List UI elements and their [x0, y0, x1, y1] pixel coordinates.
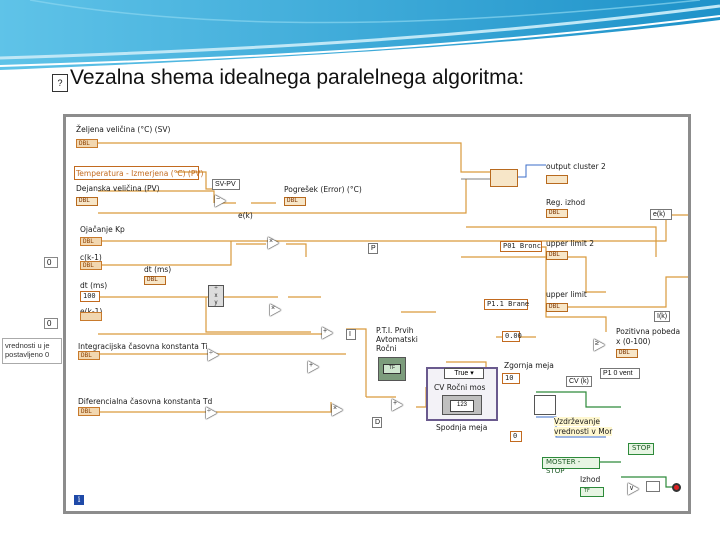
- multiply-node-i: ×: [270, 304, 281, 316]
- note-line-1: vrednosti u je: [5, 341, 50, 350]
- const-ten[interactable]: 10: [502, 373, 520, 384]
- label-rocni: Ročni: [376, 344, 397, 353]
- wires: [98, 142, 688, 488]
- control-zeljena[interactable]: DBL: [76, 139, 98, 148]
- select-node: [534, 395, 556, 415]
- temperatura-frame: [74, 166, 199, 180]
- const-zero[interactable]: 0.00: [502, 331, 522, 342]
- label-zeljena: Željena veličina (°C) (SV): [76, 125, 171, 134]
- case-selector[interactable]: True ▾: [444, 368, 484, 379]
- terminal-p1-vent: P1 0 vent: [600, 368, 640, 379]
- manual-value-icon: 123: [442, 395, 482, 415]
- const-p01-brane[interactable]: P1.1 Brane: [484, 299, 529, 310]
- case-structure: True ▾ CV Ročni mos 123: [426, 367, 498, 421]
- terminal-d: D: [372, 417, 382, 428]
- control-integracijska[interactable]: DBL: [78, 351, 100, 360]
- terminal-p: P: [368, 243, 378, 254]
- terminal-i-k: I(k): [654, 311, 670, 322]
- terminal-e-k: e(k): [650, 209, 672, 220]
- label-spodnja: Spodnja meja: [436, 423, 488, 432]
- add-node-2: +: [308, 361, 319, 373]
- indicator-upper-limit: DBL: [546, 303, 568, 312]
- comment-note: vrednosti u je postavljeno 0: [2, 338, 62, 364]
- indicator-pogresek: DBL: [284, 197, 306, 206]
- terminal-cv-k: CV (k): [566, 376, 592, 387]
- label-dt-ms: dt (ms): [144, 265, 172, 274]
- indicator-dejanska: DBL: [76, 197, 98, 206]
- label-cv-rocni: CV Ročni mos: [434, 383, 486, 392]
- const-zero-2[interactable]: 0: [510, 431, 522, 442]
- label-e-k1: e(k-1): [80, 307, 102, 316]
- label-pozitivna: Pozitivna pobeda: [616, 327, 681, 336]
- loop-iteration-icon: i: [74, 495, 84, 505]
- label-ojacanje: Ojačanje Kp: [80, 225, 125, 234]
- label-integracijska: Integracijska časovna konstanta Ti: [78, 342, 208, 351]
- block-diagram: Željena veličina (°C) (SV) DBL Temperatu…: [63, 114, 691, 514]
- label-dt: dt (ms): [80, 281, 108, 290]
- left-const-0-b[interactable]: 0: [44, 318, 58, 329]
- label-vrednosti: vrednosti v Mor: [554, 427, 613, 436]
- header-banner: [0, 0, 720, 70]
- control-c-k1[interactable]: DBL: [80, 261, 102, 270]
- label-upper-limit2: upper limit 2: [546, 239, 595, 248]
- divide-node-ti: ÷: [208, 349, 219, 361]
- note-line-2: postavljeno 0: [5, 350, 50, 359]
- missing-glyph-icon: ?: [52, 74, 68, 92]
- label-pid-izhod: P.T.I. Prvih: [376, 326, 414, 335]
- compare-node: ≥: [594, 339, 605, 351]
- bundle-node: [490, 169, 518, 187]
- label-dejanska: Dejanska veličina (PV): [76, 184, 160, 193]
- label-vzdrzevanje: Vzdrževanje: [554, 417, 600, 426]
- label-upper-limit: upper limit: [546, 290, 587, 299]
- add-node-3: +: [392, 399, 403, 411]
- multiply-node-p: ×: [268, 237, 279, 249]
- indicator-reg-izhod: DBL: [546, 209, 568, 218]
- left-const-0-a[interactable]: 0: [44, 257, 58, 268]
- izhod-button[interactable]: TF: [580, 487, 604, 497]
- label-pogresek: Pogrešek (Error) (°C): [284, 185, 362, 194]
- add-node-1: +: [322, 327, 333, 339]
- slide-title-text: Vezalna shema idealnega paralelnega algo…: [70, 66, 525, 89]
- divide-node-td: ÷: [206, 407, 217, 419]
- indicator-dt: DBL: [144, 276, 166, 285]
- label-output-cluster: output cluster 2: [546, 162, 606, 171]
- const-dt-value[interactable]: 100: [80, 291, 100, 302]
- mode-toggle[interactable]: TF: [378, 357, 406, 381]
- label-reg-izhod: Reg. izhod: [546, 198, 586, 207]
- stop-indicator: STOP: [628, 443, 654, 455]
- multiply-node-d: ×: [332, 404, 343, 416]
- const-p01-bronc[interactable]: P01 Bronc: [500, 241, 542, 252]
- label-zgornja: Zgornja meja: [504, 361, 554, 370]
- indicator-pozitivna: DBL: [616, 349, 638, 358]
- loop-stop-condition-icon: [672, 483, 681, 492]
- control-e-k1[interactable]: [80, 312, 102, 321]
- slide-title: ?Vezalna shema idealnega paralelnega alg…: [52, 66, 524, 92]
- indicator-upper-limit2: DBL: [546, 251, 568, 260]
- label-e-k: e(k): [238, 211, 253, 220]
- terminal-i: I: [346, 329, 356, 340]
- control-diferencialna[interactable]: DBL: [78, 407, 100, 416]
- label-diferencialna: Diferencialna časovna konstanta Td: [78, 397, 213, 406]
- case-selector-label: True: [454, 370, 469, 377]
- or-output-node: [646, 481, 660, 492]
- label-n-100: x (0-100): [616, 337, 651, 346]
- master-stop-button[interactable]: MOSTER - STOP: [542, 457, 600, 475]
- indicator-output-cluster: [546, 175, 568, 184]
- sv-pv-label: SV-PV: [212, 179, 240, 190]
- manual-value: 123: [450, 400, 474, 412]
- label-temperatura: Temperatura - Izmerjena (°C) (PV): [76, 169, 204, 178]
- toggle-tf: TF: [383, 364, 401, 374]
- or-node: ∨: [628, 483, 639, 495]
- label-izhod: Izhod: [580, 475, 601, 484]
- label-avtomatski: Avtomatski: [376, 335, 418, 344]
- control-ojacanje[interactable]: DBL: [80, 237, 102, 246]
- label-c-k1: c(k-1): [80, 253, 102, 262]
- subtract-node: −: [215, 195, 226, 207]
